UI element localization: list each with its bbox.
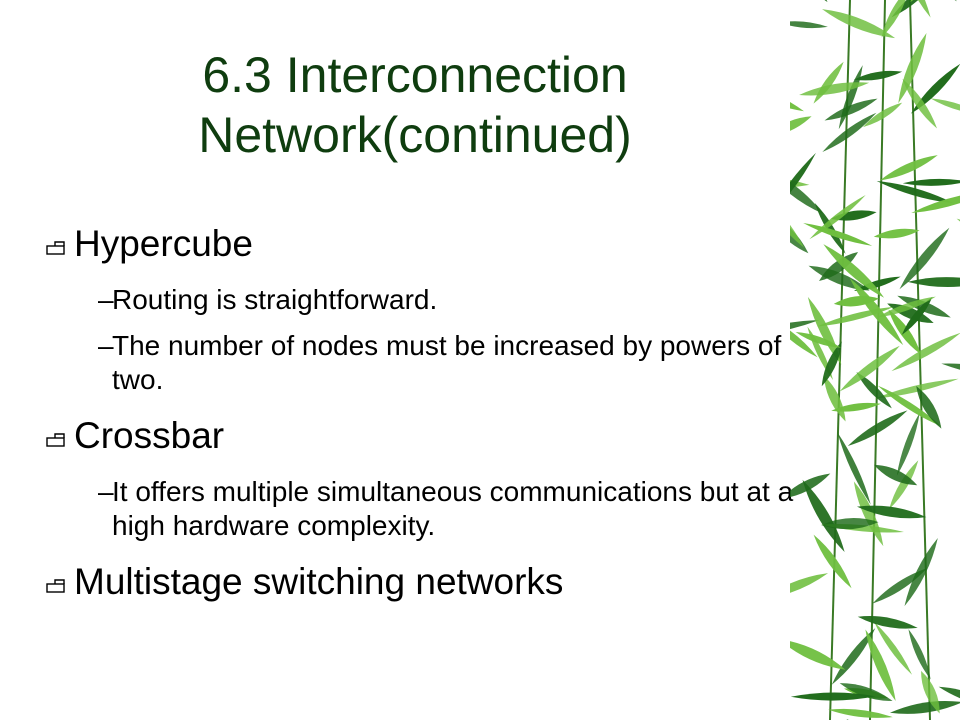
bullet-item: Crossbar xyxy=(40,413,800,459)
bullet-text: Multistage switching networks xyxy=(74,561,564,602)
dash-marker: – xyxy=(98,476,114,507)
sub-bullet-text: It offers multiple simultaneous communic… xyxy=(112,476,794,541)
bullet-marker-icon xyxy=(46,579,65,593)
slide-title: 6.3 Interconnection Network(continued) xyxy=(70,45,760,165)
bullet-item: Multistage switching networks xyxy=(40,559,800,605)
bullet-text: Hypercube xyxy=(74,223,253,264)
bamboo-leaves-icon xyxy=(790,0,960,720)
slide-content: Hypercube – Routing is straightforward. … xyxy=(40,215,800,605)
bullet-marker-icon xyxy=(46,433,65,447)
title-line-2: Network(continued) xyxy=(198,107,632,163)
bullet-item: Hypercube xyxy=(40,221,800,267)
bullet-marker-icon xyxy=(46,241,65,255)
bullet-text: Crossbar xyxy=(74,415,225,456)
sub-bullet-text: Routing is straightforward. xyxy=(112,284,438,315)
dash-marker: – xyxy=(98,284,114,315)
sub-bullet-item: – Routing is straightforward. xyxy=(40,283,800,317)
title-line-1: 6.3 Interconnection xyxy=(202,47,628,103)
sub-bullet-item: – The number of nodes must be increased … xyxy=(40,329,800,397)
sub-bullet-text: The number of nodes must be increased by… xyxy=(112,330,782,395)
dash-marker: – xyxy=(98,330,114,361)
sub-bullet-item: – It offers multiple simultaneous commun… xyxy=(40,475,800,543)
